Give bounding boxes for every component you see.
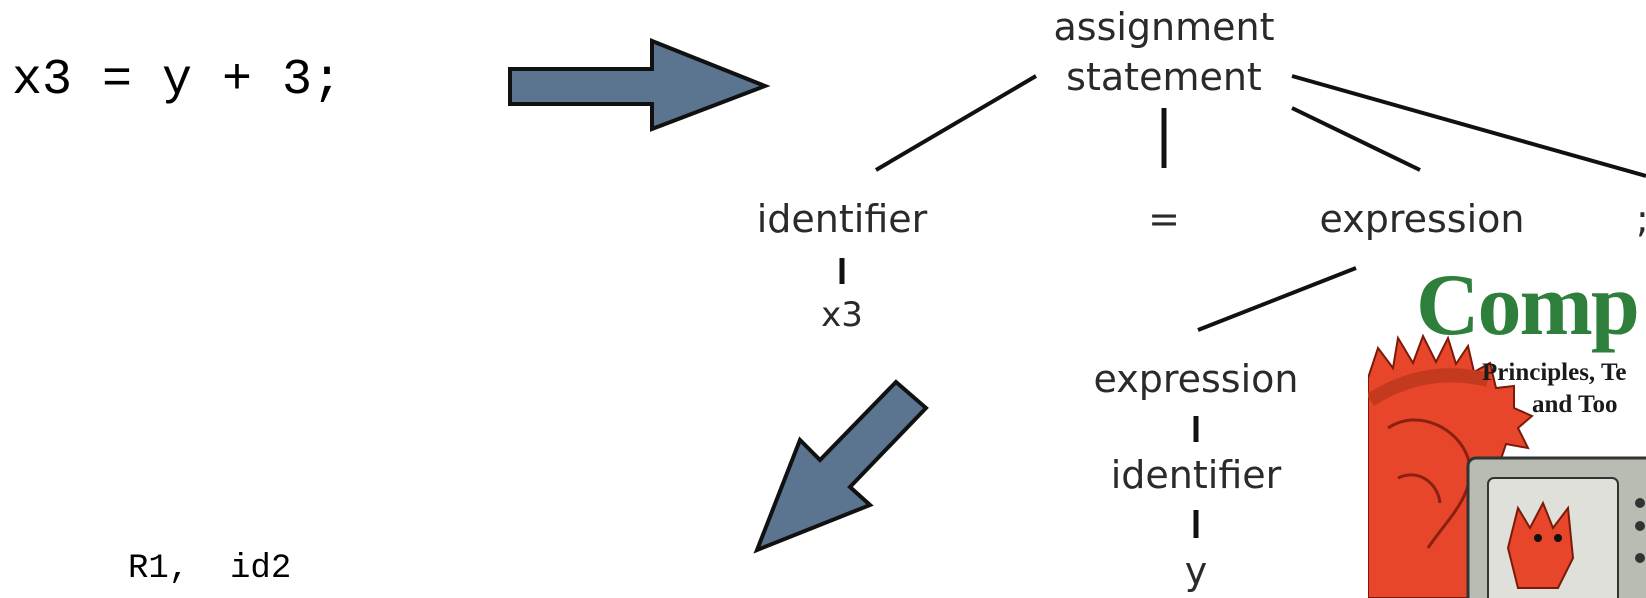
node-sub-expression: expression xyxy=(1093,357,1299,401)
source-code-statement: x3 = y + 3; xyxy=(12,52,343,109)
node-sub-identifier: identifier xyxy=(1110,453,1282,497)
book-subtitle-line2: and Too xyxy=(1532,391,1618,418)
node-equals: = xyxy=(1148,197,1180,241)
node-assignment-line1: assignment xyxy=(1053,5,1275,49)
down-left-arrow xyxy=(753,379,929,554)
right-arrow xyxy=(508,38,771,132)
node-expression: expression xyxy=(1319,197,1525,241)
assembly-operands: R1, id2 xyxy=(128,550,292,588)
node-identifier: identifier xyxy=(756,197,928,241)
book-subtitle-line1: Principles, Te xyxy=(1482,359,1627,386)
node-semicolon: ; xyxy=(1636,200,1646,238)
book-cover-image xyxy=(1368,258,1646,598)
edge-root-identifier xyxy=(874,74,1038,172)
book-title: Comp xyxy=(1416,257,1640,354)
edge-root-expression xyxy=(1291,106,1421,172)
edge-root-semicolon xyxy=(1291,74,1646,178)
node-statement-line2: statement xyxy=(1066,55,1262,99)
edge-expression-subexpression xyxy=(1197,266,1357,332)
node-y: y xyxy=(1184,549,1208,593)
node-x3: x3 xyxy=(821,295,863,335)
